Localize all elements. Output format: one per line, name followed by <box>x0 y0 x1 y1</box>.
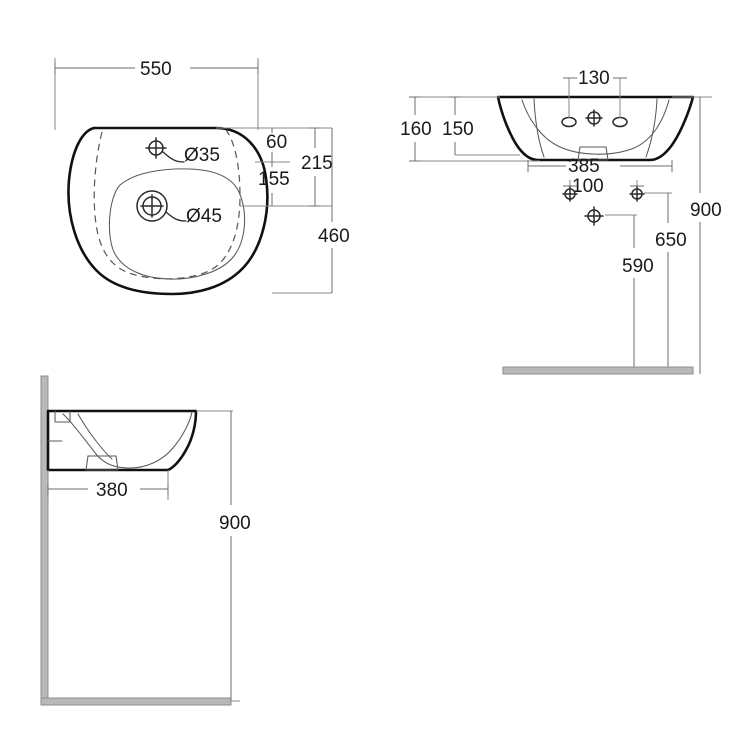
label-tap-hole-diameter: Ø35 <box>184 145 220 166</box>
bracket-hole-left-marker <box>562 186 578 202</box>
side-view-group: 380 900 <box>40 375 251 706</box>
waste-hole-leader <box>165 211 187 222</box>
label-dim-60: 60 <box>266 132 287 153</box>
waste-outlet-marker <box>584 206 604 226</box>
tap-hole-leader <box>162 151 185 163</box>
basin-bowl-outline <box>108 168 246 280</box>
label-dim-100: 100 <box>572 176 604 197</box>
label-dim-385: 385 <box>568 156 600 177</box>
front-basin-outline <box>496 95 695 162</box>
side-bowl-inner-line <box>62 411 193 469</box>
label-dim-130: 130 <box>578 68 610 89</box>
waste-hole-marker <box>136 190 168 222</box>
front-left-fold-line <box>533 98 545 158</box>
tap-hole-marker <box>145 137 167 159</box>
front-view-group: 130 160 150 385 <box>400 68 722 375</box>
label-dim-550: 550 <box>140 59 172 80</box>
label-dim-650: 650 <box>655 230 687 251</box>
front-right-fold-line <box>645 98 658 158</box>
label-dim-460: 460 <box>318 226 350 247</box>
label-dim-160: 160 <box>400 119 432 140</box>
label-dim-590: 590 <box>622 256 654 277</box>
front-bowl-inner-line <box>521 99 670 155</box>
side-basin-outline <box>46 409 198 472</box>
side-view-floor-slab <box>40 697 232 706</box>
front-right-oval-hole <box>612 116 628 128</box>
label-dim-150: 150 <box>442 119 474 140</box>
basin-hidden-outline <box>93 129 241 280</box>
front-tap-hole-marker <box>585 109 603 127</box>
top-view-group: Ø35 Ø45 60 155 <box>54 58 350 296</box>
front-left-oval-hole <box>561 116 577 128</box>
front-waste-boss <box>577 146 609 161</box>
label-waste-hole-diameter: Ø45 <box>186 206 222 227</box>
label-dim-155: 155 <box>258 169 290 190</box>
front-view-floor-slab <box>502 366 694 375</box>
side-rim-detail-left <box>54 410 71 423</box>
label-dim-215: 215 <box>301 153 333 174</box>
label-dim-900-side: 900 <box>219 513 251 534</box>
label-dim-900-front: 900 <box>690 200 722 221</box>
basin-outer-outline <box>67 126 269 296</box>
label-dim-380: 380 <box>96 480 128 501</box>
bracket-hole-right-marker <box>629 186 645 202</box>
side-waste-boss <box>85 455 119 471</box>
